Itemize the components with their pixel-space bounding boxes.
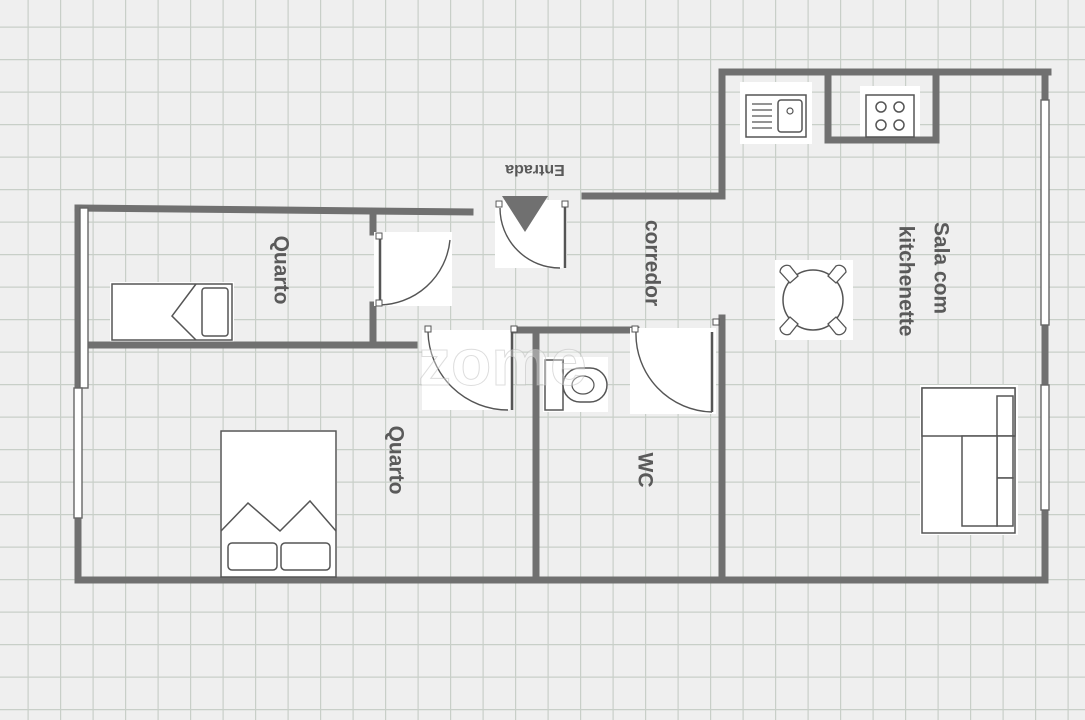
bedroom-top-label: Quarto: [270, 236, 293, 305]
sink-icon: [745, 94, 807, 138]
watermark-logo: zome: [418, 325, 587, 399]
bedroom-bottom-label: Quarto: [385, 426, 408, 495]
living-room-label-line2: kitchenette: [895, 226, 918, 337]
dining-table-icon: [779, 264, 847, 336]
single-bed: [111, 283, 233, 341]
double-bed: [220, 430, 337, 578]
bathroom-label: WC: [634, 453, 657, 488]
doors: [374, 196, 720, 414]
walls: [74, 68, 1052, 584]
toilet-icon: [544, 359, 608, 411]
entrance-label: Entrada: [505, 161, 565, 178]
windows: [73, 99, 1050, 519]
hallway-label: corredor: [641, 220, 664, 306]
sofa-icon: [921, 387, 1016, 534]
entrance-arrow-icon: [502, 196, 548, 232]
cooktop-icon: [865, 94, 915, 138]
living-room-label-line1: Sala com: [930, 222, 953, 314]
